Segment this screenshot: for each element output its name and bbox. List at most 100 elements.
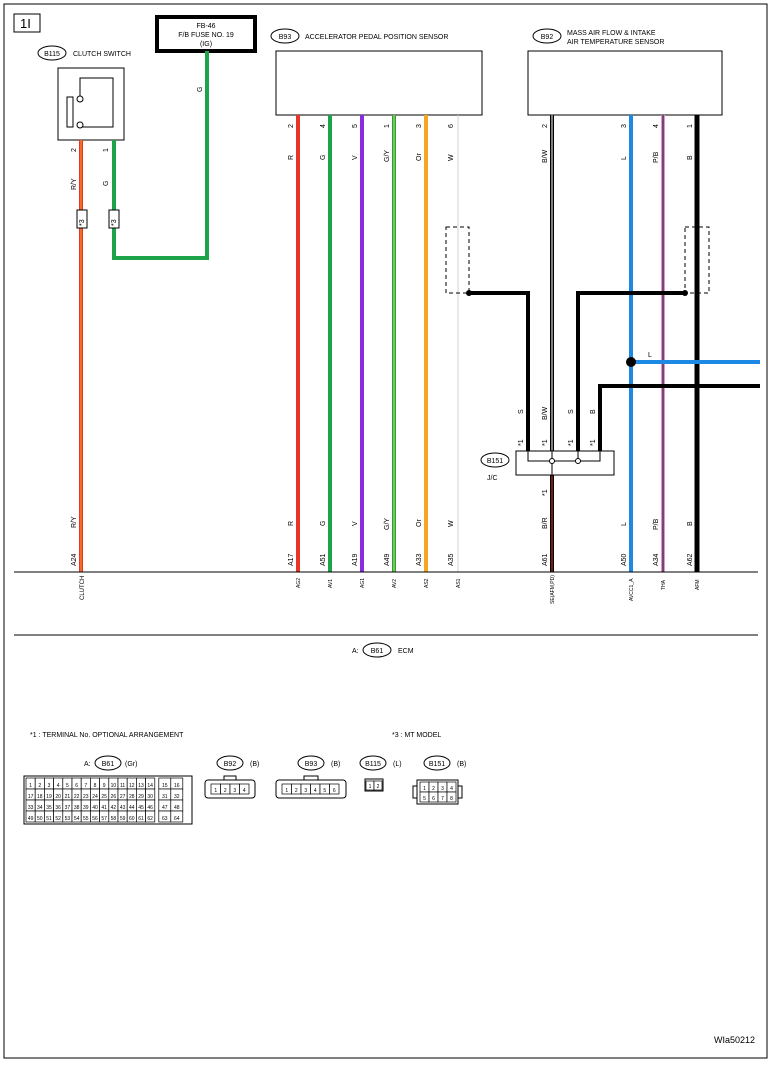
jc-label-s2: S (568, 409, 575, 414)
sig-se: SE(AFM,PD) (550, 575, 556, 604)
ecm-pin-a35: A35 (448, 553, 455, 566)
b61-pin-24-label: 24 (92, 794, 98, 800)
b61-pin-17-label: 17 (28, 794, 34, 800)
b61-pin-52-label: 52 (55, 816, 61, 822)
b61-pin-5-label: 5 (66, 783, 69, 789)
b61-pin-4-label: 4 (57, 783, 60, 789)
sig-ag2: AG2 (296, 578, 302, 588)
wire-clutch-g (112, 51, 209, 260)
b61-pin-53-label: 53 (65, 816, 71, 822)
b61-pin-64-cell (170, 810, 184, 823)
color-top-pb: P/B (653, 151, 660, 163)
jc-star-1: *1 (518, 439, 525, 446)
note-box-2 (108, 209, 120, 229)
b151-pin-8-cell (446, 791, 457, 803)
color-bot-br: B/R (542, 517, 549, 529)
pin-apps-1: 1 (384, 124, 391, 128)
b61-pin-27-label: 27 (120, 794, 126, 800)
b151-pin-5-label: 5 (423, 796, 426, 802)
conn-b93-color: (B) (331, 761, 340, 768)
b61-pin-55-label: 55 (83, 816, 89, 822)
b61-pin-21-label: 21 (65, 794, 71, 800)
b61-pin-47-label: 47 (162, 805, 168, 811)
b61-pin-40-label: 40 (92, 805, 98, 811)
b92-pin-3-label: 3 (233, 788, 236, 794)
ecm-prefix: A: (352, 648, 359, 655)
color-clutch-g: G (103, 181, 110, 186)
b61-pin-57-label: 57 (101, 816, 107, 822)
b61-pin-61-label: 61 (138, 816, 144, 822)
jc-star-5: *1 (542, 489, 549, 496)
shield-maf-dot (682, 290, 688, 296)
conn-b92-color: (B) (250, 761, 259, 768)
pin-maf-1: 1 (687, 124, 694, 128)
b61-pin-50-label: 50 (37, 816, 43, 822)
b92-pin-4-cell (239, 783, 250, 795)
fuse-line2: F/B FUSE NO. 19 (178, 32, 234, 39)
ecm-pin-a61: A61 (542, 553, 549, 566)
fuse-line3: (IG) (200, 41, 212, 48)
pin-apps-2: 2 (288, 124, 295, 128)
b61-pin-23-label: 23 (83, 794, 89, 800)
b61-pin-59-label: 59 (120, 816, 126, 822)
wire-shield-apps (469, 291, 530, 461)
sig-tha: THA (661, 579, 667, 590)
b61-pin-22-label: 22 (74, 794, 80, 800)
b61-pin-45-label: 45 (138, 805, 144, 811)
note-box-1 (76, 209, 88, 229)
b93-id: B93 (279, 34, 292, 41)
b115-pin-2-cell (373, 780, 383, 791)
b93-name: ACCELERATOR PEDAL POSITION SENSOR (305, 34, 448, 41)
b115-pin-1-label: 1 (369, 784, 372, 790)
jc-node-2 (575, 458, 581, 464)
b61-pin-36-label: 36 (55, 805, 61, 811)
b92-latch (223, 775, 237, 781)
wire-shield-maf (576, 291, 685, 461)
splice-l (626, 357, 636, 367)
conn-b61-id: B61 (102, 761, 115, 768)
conn-b61-badge (94, 755, 122, 771)
b93-pin-4-label: 4 (314, 788, 317, 794)
b61-pin-1-label: 1 (29, 783, 32, 789)
b61-pin-18-label: 18 (37, 794, 43, 800)
b61-pin-28-label: 28 (129, 794, 135, 800)
b61-pin-48-label: 48 (174, 805, 180, 811)
clutch-switch-plunger (66, 96, 74, 128)
jc-bus (527, 451, 601, 462)
wire-b-branch (598, 384, 760, 461)
pin-maf-3: 3 (621, 124, 628, 128)
b93-pin-2-label: 2 (295, 788, 298, 794)
b115-name: CLUTCH SWITCH (73, 51, 131, 58)
b61-pin-58-label: 58 (111, 816, 117, 822)
pin-maf-2: 2 (542, 124, 549, 128)
b115-pin-2-label: 2 (377, 784, 380, 790)
b61-pin-31-label: 31 (162, 794, 168, 800)
b61-pin-44-label: 44 (129, 805, 135, 811)
color-bot-as1: W (448, 520, 455, 527)
color-top-ag1: V (352, 155, 359, 160)
apps-sensor-box (275, 50, 483, 116)
note-clutch-2: *3 (111, 219, 118, 226)
shield-apps (445, 226, 470, 294)
sig-av2: AV2 (392, 579, 398, 588)
b93-pin-1-label: 1 (285, 788, 288, 794)
b151-pin-2-label: 2 (432, 786, 435, 792)
b61-pin-3-label: 3 (48, 783, 51, 789)
b151-ear-left (412, 785, 418, 799)
ecm-pin-a33: A33 (416, 553, 423, 566)
color-top-as2: Or (416, 153, 423, 161)
b92-pin-4-label: 4 (243, 788, 246, 794)
jc-label-s1: S (518, 409, 525, 414)
b61-pin-15-label: 15 (162, 783, 168, 789)
maf-sensor-box (527, 50, 723, 116)
conn-b93-id: B93 (305, 761, 318, 768)
color-bot-ag2: R (288, 521, 295, 526)
b61-pin-35-label: 35 (46, 805, 52, 811)
pin-maf-4: 4 (653, 124, 660, 128)
sig-as2: AS2 (424, 578, 430, 588)
b61-pin-37-label: 37 (65, 805, 71, 811)
conn-b61-prefix: A: (84, 761, 91, 768)
